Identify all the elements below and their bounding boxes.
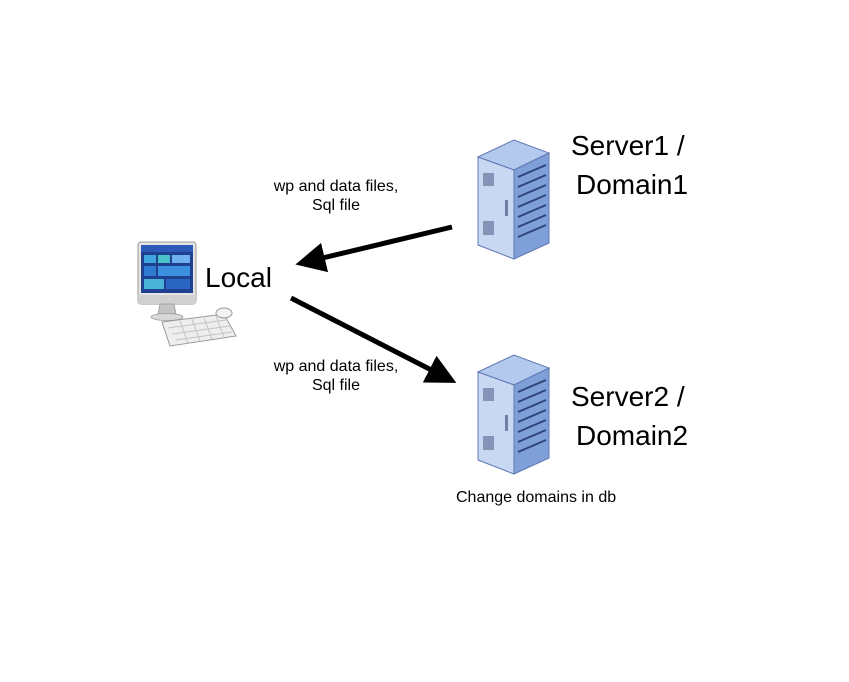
arrow-local-to-server2 (289, 295, 457, 383)
edge-label-bottom-line1: wp and data files, (273, 358, 399, 375)
edge-label-bottom-line2: Sql file (311, 377, 361, 395)
edge-label-top-line1: wp and data files, (273, 178, 399, 195)
server-rack-icon (476, 354, 551, 475)
desktop-computer-icon (137, 241, 237, 347)
node-label-server2-line1: Server2 / (571, 381, 685, 412)
edge-label-top-line2: Sql file (311, 197, 361, 215)
server2-note: Change domains in db (456, 489, 617, 506)
edge-label-bottom: wp and data files, Sql file (262, 357, 410, 395)
arrow-server1-to-local (295, 224, 453, 273)
node-label-server2-line2: Domain2 (576, 420, 689, 451)
node-label-server1-line1: Server1 / (571, 130, 685, 161)
edge-label-top: wp and data files, Sql file (262, 177, 410, 215)
node-label-local: Local (205, 262, 272, 293)
server-rack-icon (476, 139, 551, 260)
node-label-server1-line2: Domain1 (576, 169, 689, 200)
